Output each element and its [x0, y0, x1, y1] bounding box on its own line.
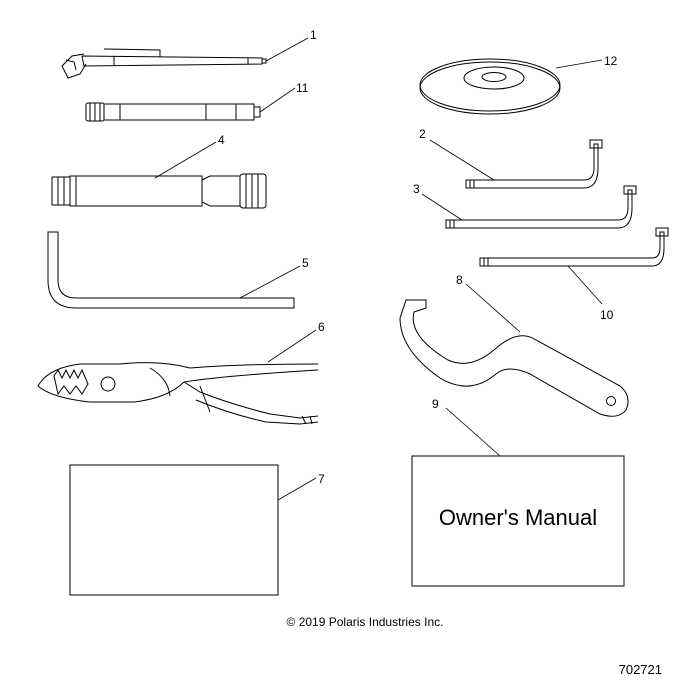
callout-4: 4 — [218, 133, 225, 147]
callout-7: 7 — [318, 472, 325, 486]
part-disc: 12 — [419, 54, 618, 115]
callout-5: 5 — [302, 256, 309, 270]
callout-1: 1 — [310, 28, 317, 42]
part-tool-bag-card: 7 — [69, 464, 325, 596]
part-hex-key-medium: 3 — [413, 182, 637, 229]
owners-manual-label: Owner's Manual — [439, 505, 597, 530]
callout-11: 11 — [296, 81, 309, 95]
callout-12: 12 — [604, 54, 618, 68]
part-pliers: 6 — [37, 320, 325, 425]
part-owners-manual: Owner's Manual 9 — [411, 397, 625, 587]
part-extension-bar: 11 — [85, 81, 309, 122]
part-hex-key-long: 10 — [479, 227, 669, 322]
part-hex-wrench-bent: 1 — [61, 28, 317, 79]
callout-10: 10 — [600, 308, 614, 322]
callout-6: 6 — [318, 320, 325, 334]
part-spanner-wrench: 8 — [399, 273, 629, 417]
callout-8: 8 — [456, 273, 463, 287]
callout-2: 2 — [419, 127, 426, 141]
part-hex-key-small: 2 — [419, 127, 603, 189]
callout-3: 3 — [413, 182, 420, 196]
callout-9: 9 — [432, 397, 439, 411]
diagram-number: 702721 — [619, 662, 662, 677]
copyright-text: © 2019 Polaris Industries Inc. — [287, 615, 444, 629]
part-large-hex-key: 5 — [47, 231, 309, 309]
part-spark-plug-socket: 4 — [51, 133, 267, 209]
